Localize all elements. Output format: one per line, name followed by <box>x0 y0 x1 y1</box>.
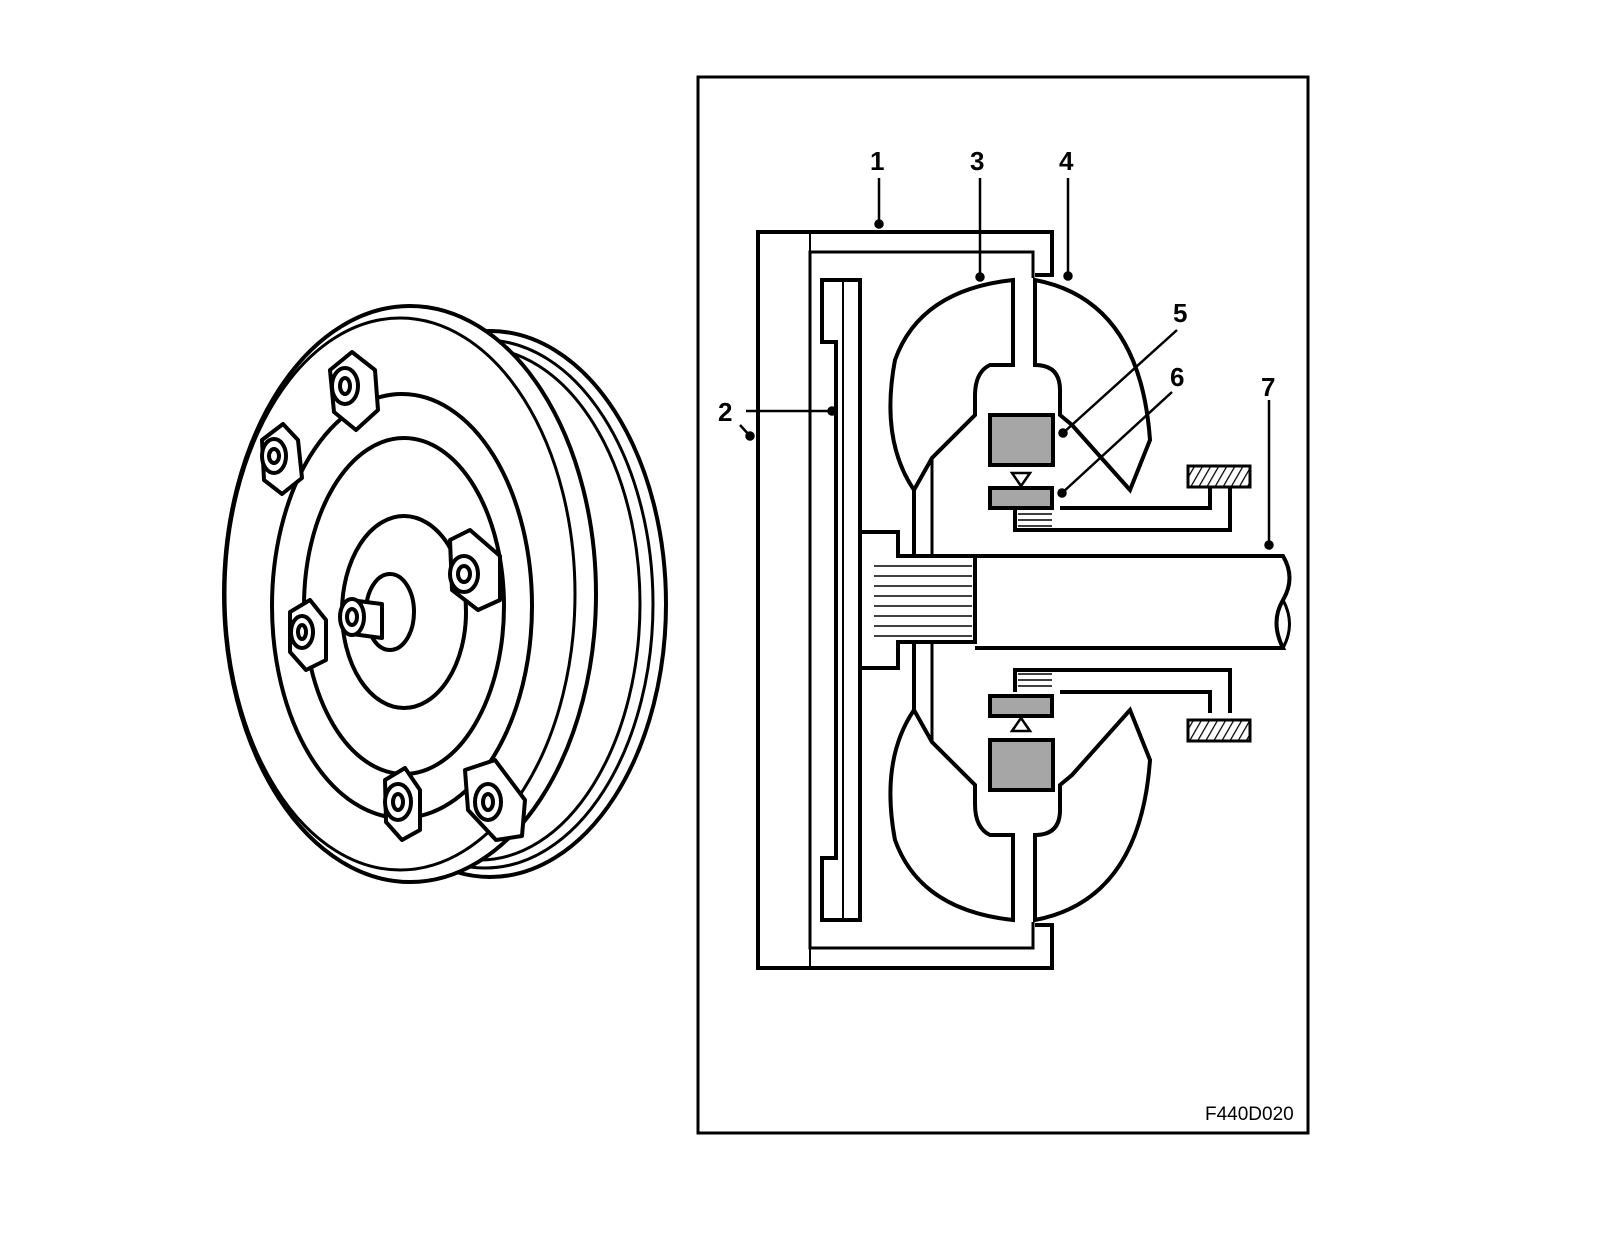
callout-5: 5 <box>1173 298 1187 328</box>
fixed-housing-lower <box>1186 718 1252 743</box>
callout-4: 4 <box>1059 146 1074 176</box>
stator-upper <box>988 413 1055 467</box>
impeller-lower <box>1033 706 1153 923</box>
callout-6: 6 <box>1170 362 1184 392</box>
one-way-clutch-lower <box>988 694 1054 718</box>
torque-converter-illustration <box>222 304 668 884</box>
callout-2: 2 <box>718 397 732 427</box>
stator-support-lower <box>1013 668 1232 713</box>
mounting-lug <box>448 528 502 612</box>
clutch-sprag <box>1009 471 1033 733</box>
housing-outline <box>756 230 1054 970</box>
mounting-lug <box>383 766 422 842</box>
callout-3: 3 <box>970 146 984 176</box>
turbine-lower <box>888 706 1015 923</box>
converter-cover-step <box>223 316 577 872</box>
schematic-diagram: 1 2 3 4 5 6 7 F440D020 <box>696 75 1310 1135</box>
stator-lower <box>988 738 1055 792</box>
figure-code: F440D020 <box>1205 1104 1294 1125</box>
callout-1: 1 <box>870 146 884 176</box>
stator-support-upper <box>1013 487 1232 532</box>
schematic-frame <box>696 75 1310 1135</box>
turbine-hub <box>858 530 977 670</box>
callout-7: 7 <box>1261 372 1275 402</box>
mounting-lug <box>288 598 328 672</box>
turbine-upper <box>888 277 1015 494</box>
mounting-lug <box>463 758 527 842</box>
mounting-lug <box>260 422 304 496</box>
mounting-lug <box>328 350 380 432</box>
lockup-plate <box>820 278 862 922</box>
one-way-clutch-upper <box>988 486 1054 510</box>
fixed-housing-upper <box>1186 464 1252 489</box>
output-shaft <box>975 554 1292 650</box>
